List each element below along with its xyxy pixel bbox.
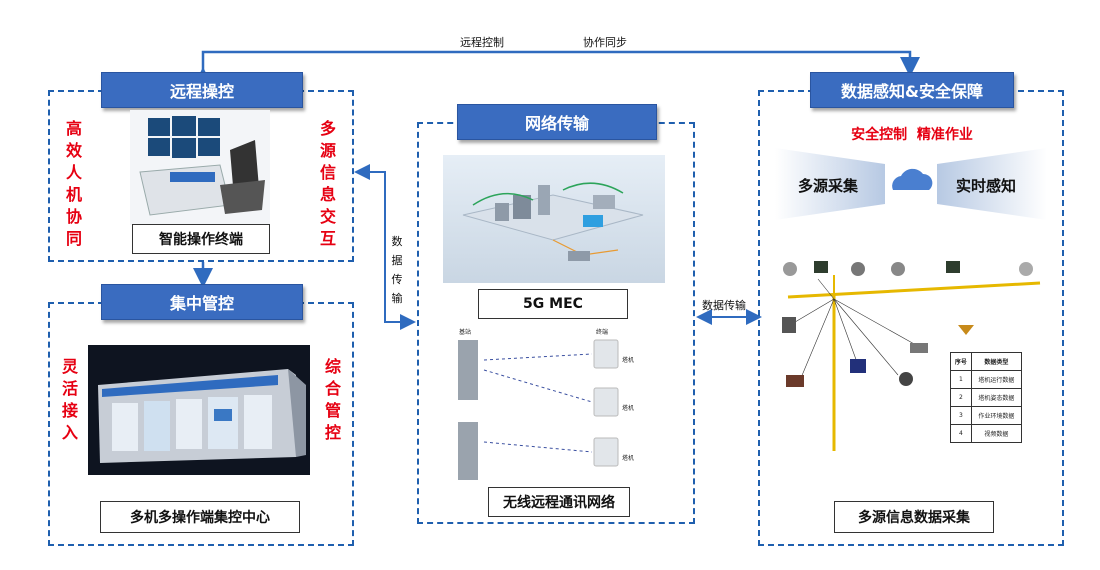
sensing-banner <box>775 148 1047 220</box>
terminal-label: 终端 <box>596 329 609 336</box>
table-cell: 2 <box>950 388 972 407</box>
sensing-subtitle: 安全控制 精准作业 <box>851 127 973 143</box>
table-cell: 视频数据 <box>970 424 1023 443</box>
remote-control-header: 远程操控 <box>101 72 303 108</box>
network-caption: 无线远程通讯网络 <box>488 487 630 517</box>
operator-terminal-image <box>130 110 270 225</box>
tower-crane-diagram <box>782 261 1041 451</box>
central-left-text: 灵活接入 <box>61 357 78 442</box>
table-header-type: 数据类型 <box>970 352 1023 371</box>
wireless-network-diagram <box>458 339 619 480</box>
base-station-label: 基站 <box>459 329 472 336</box>
sensing-header: 数据感知&安全保障 <box>810 72 1014 108</box>
sensing-caption: 多源信息数据采集 <box>834 501 994 533</box>
table-cell: 1 <box>950 370 972 389</box>
remote-right-text: 多源信息交互 <box>319 119 336 248</box>
table-cell: 作业环境数据 <box>970 406 1023 425</box>
control-center-image <box>88 345 310 475</box>
right-arrow-label: 数据传输 <box>702 299 746 312</box>
table-row: 3 作业环境数据 <box>950 406 1023 425</box>
table-row: 2 塔机姿态数据 <box>950 388 1023 407</box>
remote-caption: 智能操作终端 <box>132 224 270 254</box>
top-left-label: 远程控制 <box>460 36 504 49</box>
mec-label: 5G MEC <box>478 289 628 319</box>
tower-label-1: 塔机 <box>622 357 635 364</box>
tower-label-3: 塔机 <box>622 455 635 462</box>
top-right-label: 协作同步 <box>583 36 627 49</box>
table-row: 1 塔机运行数据 <box>950 370 1023 389</box>
central-control-header: 集中管控 <box>101 284 303 320</box>
data-type-table: 序号 数据类型 1 塔机运行数据 2 塔机姿态数据 3 作业环境数据 4 视频数… <box>950 352 1023 443</box>
left-arrow-label: 数据传输 <box>391 235 403 305</box>
table-cell: 塔机运行数据 <box>970 370 1023 389</box>
table-cell: 4 <box>950 424 972 443</box>
sensing-right-banner: 实时感知 <box>956 177 1017 195</box>
tower-label-2: 塔机 <box>622 405 635 412</box>
city-network-image <box>443 155 665 283</box>
network-header: 网络传输 <box>457 104 657 140</box>
table-cell: 塔机姿态数据 <box>970 388 1023 407</box>
central-right-text: 综合管控 <box>324 357 341 442</box>
sensing-left-banner: 多源采集 <box>798 177 859 195</box>
table-row: 4 视频数据 <box>950 424 1023 443</box>
table-header-index: 序号 <box>950 352 972 371</box>
remote-left-text: 高效人机协同 <box>65 119 82 248</box>
central-caption: 多机多操作端集控中心 <box>100 501 300 533</box>
table-cell: 3 <box>950 406 972 425</box>
